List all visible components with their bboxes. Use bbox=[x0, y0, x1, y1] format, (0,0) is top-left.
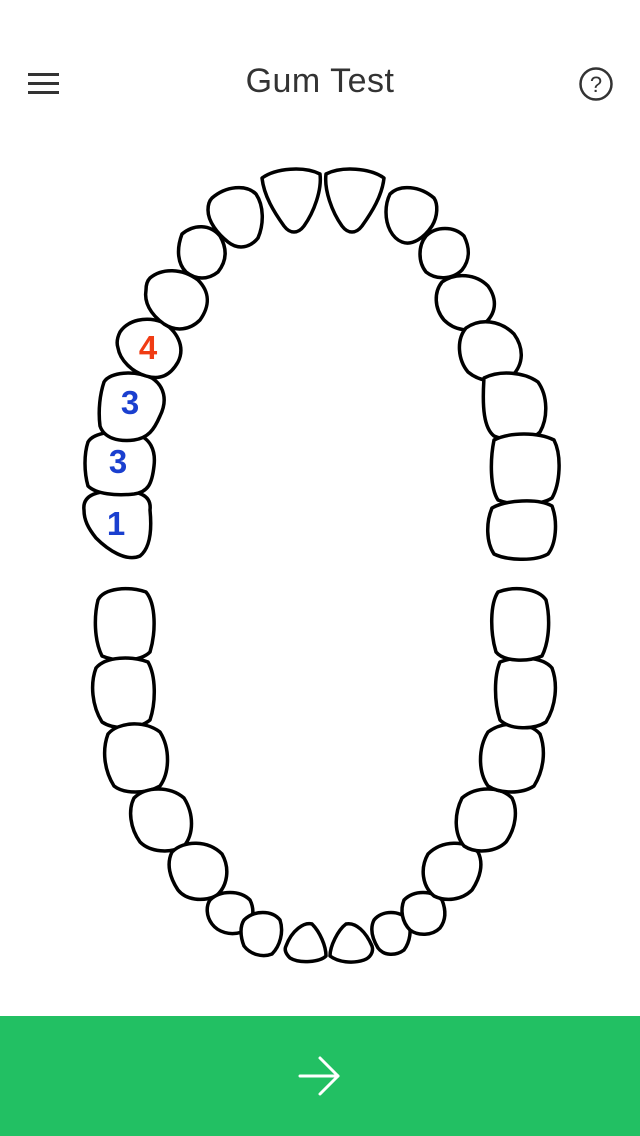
tooth-upper-l1[interactable] bbox=[486, 499, 558, 561]
tooth-lower-l3[interactable] bbox=[478, 722, 546, 794]
page-title: Gum Test bbox=[245, 62, 395, 100]
tooth-lower-r2[interactable] bbox=[90, 656, 156, 730]
tooth-upper-l2[interactable] bbox=[489, 432, 561, 506]
tooth-lower-l7[interactable] bbox=[370, 910, 412, 956]
question-circle-icon: ? bbox=[579, 67, 613, 101]
dental-chart: 1 3 3 4 bbox=[82, 167, 561, 964]
lower-arch bbox=[90, 586, 558, 964]
next-button[interactable] bbox=[0, 1016, 640, 1136]
tooth-lower-l1[interactable] bbox=[490, 586, 551, 662]
score-label-upper-r1: 1 bbox=[107, 505, 125, 542]
arrow-right-icon bbox=[298, 1056, 340, 1096]
tooth-lower-l5[interactable] bbox=[421, 841, 483, 902]
app-header: Gum Test ? bbox=[0, 40, 640, 128]
tooth-upper-r6[interactable] bbox=[176, 225, 227, 280]
tooth-upper-l7[interactable] bbox=[384, 185, 439, 245]
score-label-upper-r2: 3 bbox=[109, 443, 127, 480]
tooth-upper-l3[interactable] bbox=[481, 371, 548, 442]
score-label-upper-r3: 3 bbox=[121, 384, 139, 421]
tooth-lower-l2[interactable] bbox=[493, 656, 558, 730]
tooth-upper-r8[interactable] bbox=[260, 167, 323, 234]
tooth-lower-r7[interactable] bbox=[239, 910, 284, 958]
tooth-lower-r1[interactable] bbox=[93, 586, 156, 662]
tooth-upper-r7[interactable] bbox=[206, 185, 264, 249]
tooth-lower-l4[interactable] bbox=[454, 787, 518, 853]
tooth-upper-l6[interactable] bbox=[418, 226, 470, 280]
help-glyph: ? bbox=[590, 72, 602, 97]
menu-icon-bar bbox=[28, 73, 59, 76]
menu-icon-bar bbox=[28, 82, 59, 85]
tooth-lower-r3[interactable] bbox=[102, 722, 170, 794]
tooth-upper-l8[interactable] bbox=[323, 167, 386, 234]
tooth-lower-r5[interactable] bbox=[167, 841, 229, 902]
menu-button[interactable] bbox=[24, 64, 64, 104]
tooth-lower-r4[interactable] bbox=[128, 787, 194, 853]
menu-icon-bar bbox=[28, 91, 59, 94]
help-button[interactable]: ? bbox=[578, 66, 614, 102]
tooth-lower-r8[interactable] bbox=[283, 921, 328, 964]
tooth-lower-l8[interactable] bbox=[328, 922, 375, 964]
upper-arch bbox=[82, 167, 561, 561]
score-label-upper-r4: 4 bbox=[139, 329, 158, 366]
